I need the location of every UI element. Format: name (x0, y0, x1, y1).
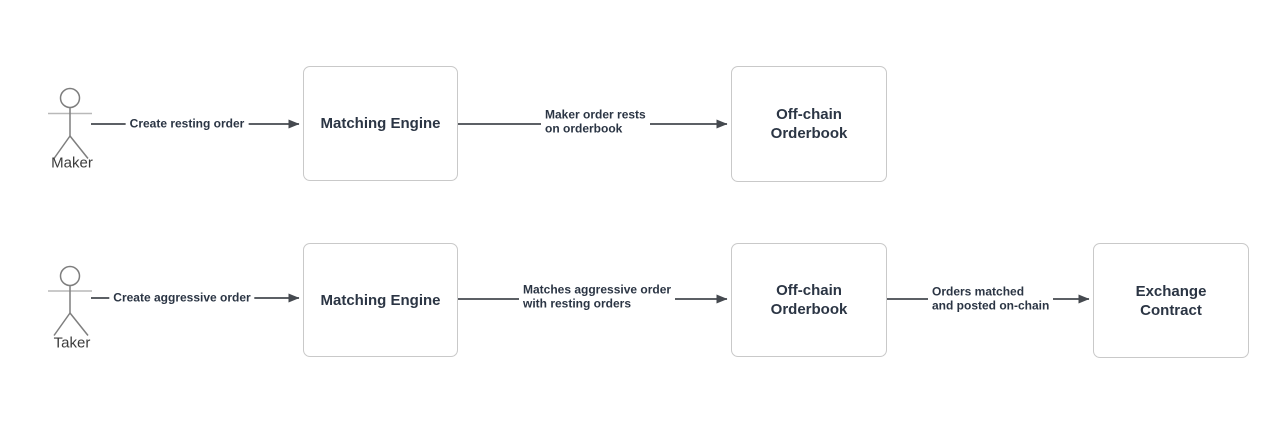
node-label-line: Matching Engine (320, 115, 441, 132)
edge-label-line: on orderbook (545, 121, 623, 135)
actor-maker-label: Maker (51, 154, 93, 172)
maker-right-leg (69, 135, 89, 159)
node-label-line: Off-chain (776, 282, 842, 299)
actor-taker-label: Taker (53, 334, 91, 352)
edge-label-maker-order-rests: Maker order rests on orderbook (541, 107, 650, 137)
edge-label-line: Orders matched (932, 284, 1025, 299)
edge-label-orders-matched: Orders matched and posted on-chain (928, 284, 1054, 314)
node-label-line: Exchange (1135, 282, 1207, 300)
taker-head (59, 265, 81, 287)
node-label-line: Contract (1140, 301, 1202, 319)
actor-taker-figure (48, 265, 92, 336)
edge-label-create-resting-order: Create resting order (125, 116, 249, 132)
node-offchain-orderbook-row1: Off-chain Orderbook (731, 66, 887, 182)
node-label-line: Matching Engine (320, 291, 441, 309)
taker-left-leg (53, 312, 71, 336)
node-matching-engine-row1: Matching Engine (303, 66, 458, 181)
node-offchain-orderbook-row2: Off-chain Orderbook (731, 243, 887, 357)
node-exchange-contract: Exchange Contract (1093, 243, 1249, 358)
node-label-line: Orderbook (770, 125, 848, 142)
edge-label-line: with resting orders (523, 296, 632, 310)
node-label-line: Orderbook (770, 301, 848, 318)
edge-label-line: Matches aggressive order (523, 282, 672, 297)
maker-head (59, 87, 81, 109)
edge-label-line: Maker order rests (545, 107, 646, 122)
node-label-line: Off-chain (776, 106, 842, 123)
node-matching-engine-row2: Matching Engine (303, 243, 458, 357)
edge-label-matches-aggressive-order: Matches aggressive order with resting or… (519, 282, 676, 312)
edge-label-line: and posted on-chain (932, 298, 1050, 312)
actor-maker-figure (48, 87, 92, 159)
edge-label-line: Create resting order (129, 116, 245, 131)
taker-right-leg (69, 312, 89, 336)
edge-label-create-aggressive-order: Create aggressive order (109, 290, 255, 306)
edge-label-line: Create aggressive order (113, 290, 251, 305)
maker-left-leg (53, 135, 71, 159)
